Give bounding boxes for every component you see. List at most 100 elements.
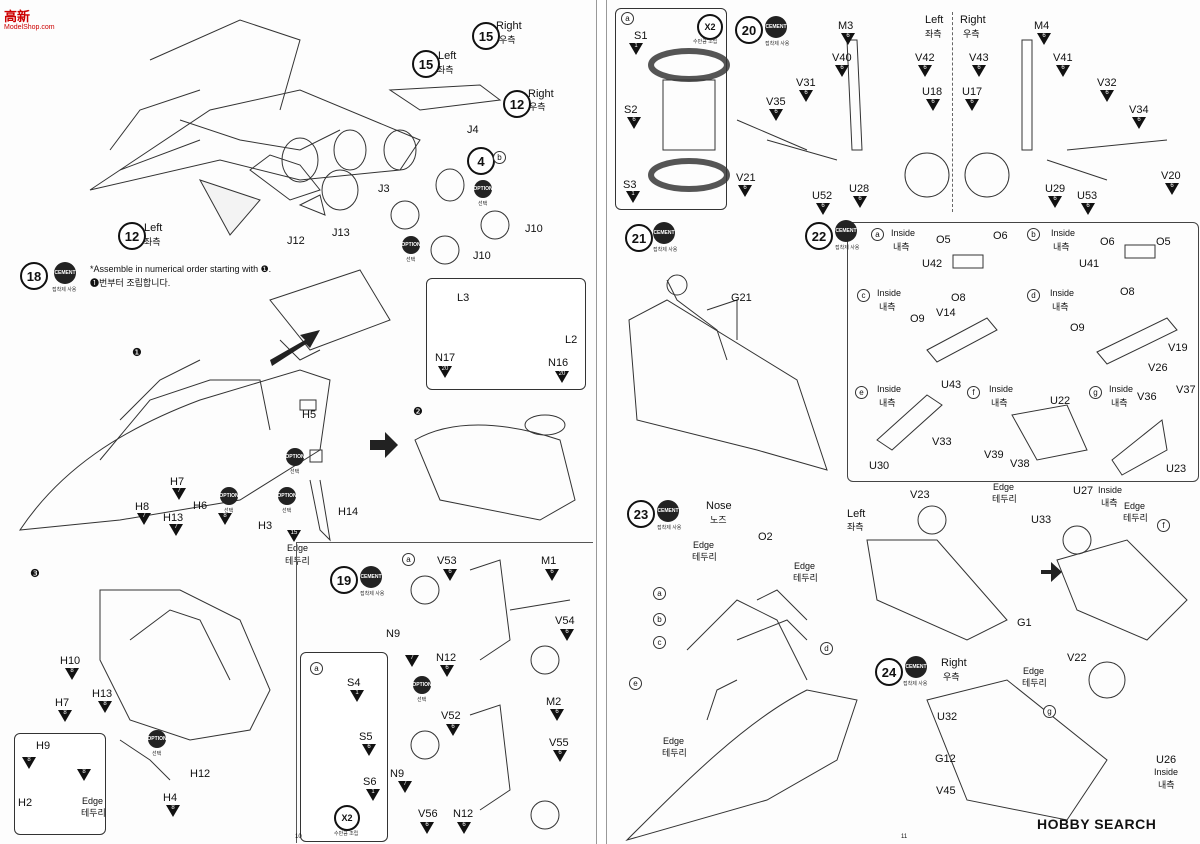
step-12-left-label: Left <box>144 222 163 234</box>
x2-badge-20: X2 <box>697 14 723 40</box>
part-v42-number: 6 <box>918 65 932 77</box>
part-h7-number: 7 <box>172 488 186 500</box>
part-v54: V54 <box>555 615 575 627</box>
part-v20-number: 6 <box>1165 183 1179 195</box>
option-label-h6: 선택 <box>224 508 234 514</box>
step-19-frame <box>296 542 593 843</box>
step-15-left-label: Left <box>438 50 457 62</box>
part-u33: U33 <box>1031 514 1052 526</box>
inside-label-e-kr: 내측 <box>879 398 896 408</box>
part-h8-number: 7 <box>137 513 151 525</box>
cement-icon-24: CEMENT <box>905 656 927 678</box>
detail-box-h2-h9 <box>14 733 106 835</box>
inside-label-24a: Inside <box>1098 485 1123 495</box>
part-v53: V53 <box>437 555 457 567</box>
part-u28: U28 <box>849 183 870 195</box>
edge-label-24a: Edge <box>993 482 1015 492</box>
part-s5: S5 <box>359 731 373 743</box>
part-h13-b: H13 <box>92 688 113 700</box>
part-s2-number: 6 <box>627 117 641 129</box>
edge-label-23a: Edge <box>693 540 715 550</box>
part-h9: H9 <box>36 740 51 752</box>
part-n17-number: 20 <box>438 366 452 378</box>
option-label-h14: 선택 <box>282 508 292 514</box>
left-right-divider <box>952 12 953 212</box>
step-12-left-badge: 12 <box>118 222 146 250</box>
cement-label-20: 접착제 사용 <box>765 41 790 47</box>
part-v41: V41 <box>1053 52 1073 64</box>
part-o8: O8 <box>951 292 966 304</box>
part-j4: J4 <box>467 124 479 136</box>
part-u41: U41 <box>1079 258 1100 270</box>
part-v20: V20 <box>1161 170 1181 182</box>
sub-g-22: g <box>1089 386 1102 399</box>
part-m1-number: 6 <box>545 569 559 581</box>
part-o9-b: O9 <box>1070 322 1085 334</box>
sub-f-24: f <box>1157 519 1170 532</box>
part-u52-number: 6 <box>816 203 830 215</box>
step-20-right-label-kr: 우측 <box>963 29 980 39</box>
substep-3-marker: ❸ <box>30 568 40 580</box>
part-j12: J12 <box>287 235 305 247</box>
sub-b-22: b <box>1027 228 1040 241</box>
part-h6: H6 <box>193 500 208 512</box>
part-l2: L2 <box>565 334 578 346</box>
part-u52: U52 <box>812 190 833 202</box>
x2-badge-19: X2 <box>334 805 360 831</box>
step-18-note-en: *Assemble in numerical order starting wi… <box>90 264 272 274</box>
step-15-left-label-kr: 좌측 <box>437 65 454 75</box>
step-21-badge: 21 <box>625 224 653 252</box>
part-n9: N9 <box>386 628 401 640</box>
part-u43: U43 <box>941 379 962 391</box>
step-15-right-label: Right <box>496 20 522 32</box>
part-v38: V38 <box>1010 458 1030 470</box>
part-v33: V33 <box>932 436 952 448</box>
step-24-badge: 24 <box>875 658 903 686</box>
part-g21: G21 <box>731 292 752 304</box>
part-v42: V42 <box>915 52 935 64</box>
part-m3: M3 <box>838 20 854 32</box>
part-v41-number: 6 <box>1056 65 1070 77</box>
option-label-h4: 선택 <box>152 751 162 757</box>
part-v37: V37 <box>1176 384 1196 396</box>
subassembly-a-marker-19: a <box>402 553 415 566</box>
part-s1: S1 <box>634 30 648 42</box>
option-label-kr: 선택 <box>478 201 488 207</box>
part-h7: H7 <box>170 476 185 488</box>
part-j13: J13 <box>332 227 350 239</box>
part-u18-number: 6 <box>926 99 940 111</box>
part-v40-number: 6 <box>835 65 849 77</box>
part-h2: H2 <box>18 797 33 809</box>
substep-1-marker: ❶ <box>132 347 142 359</box>
edge-label-24b: Edge <box>1124 501 1146 511</box>
part-j3: J3 <box>378 183 390 195</box>
part-v31-number: 6 <box>799 90 813 102</box>
sub-d-22: d <box>1027 289 1040 302</box>
part-h9-number-b: 8 <box>77 769 91 781</box>
part-h13-number: 7 <box>169 524 183 536</box>
inside-label-a-kr: 내측 <box>893 242 910 252</box>
inside-label-24b: Inside <box>1154 767 1179 777</box>
part-v26: V26 <box>1148 362 1168 374</box>
cement-label-23: 접착제 사용 <box>657 525 682 531</box>
step-4-badge: 4 <box>467 147 495 175</box>
part-n16: N16 <box>548 357 569 369</box>
part-s2: S2 <box>624 104 638 116</box>
step-22-frame <box>847 222 1199 482</box>
edge-label-24c: Edge <box>1023 666 1045 676</box>
part-n12b-number: 6 <box>457 822 471 834</box>
cement-icon-21: CEMENT <box>653 222 675 244</box>
part-s4: S4 <box>347 677 361 689</box>
part-n17: N17 <box>435 352 456 364</box>
edge-label-2: Edge <box>82 796 104 806</box>
part-v34-number: 6 <box>1132 117 1146 129</box>
part-v21-number: 6 <box>738 185 752 197</box>
part-s6: S6 <box>363 776 377 788</box>
option-badge-h5: OPTION <box>285 448 305 466</box>
part-u18: U18 <box>922 86 943 98</box>
detail-box-tire-20 <box>615 8 727 210</box>
part-h10: H10 <box>60 655 81 667</box>
part-v39: V39 <box>984 449 1004 461</box>
option-badge-19: OPTION <box>412 676 432 694</box>
part-u29-number: 6 <box>1048 196 1062 208</box>
